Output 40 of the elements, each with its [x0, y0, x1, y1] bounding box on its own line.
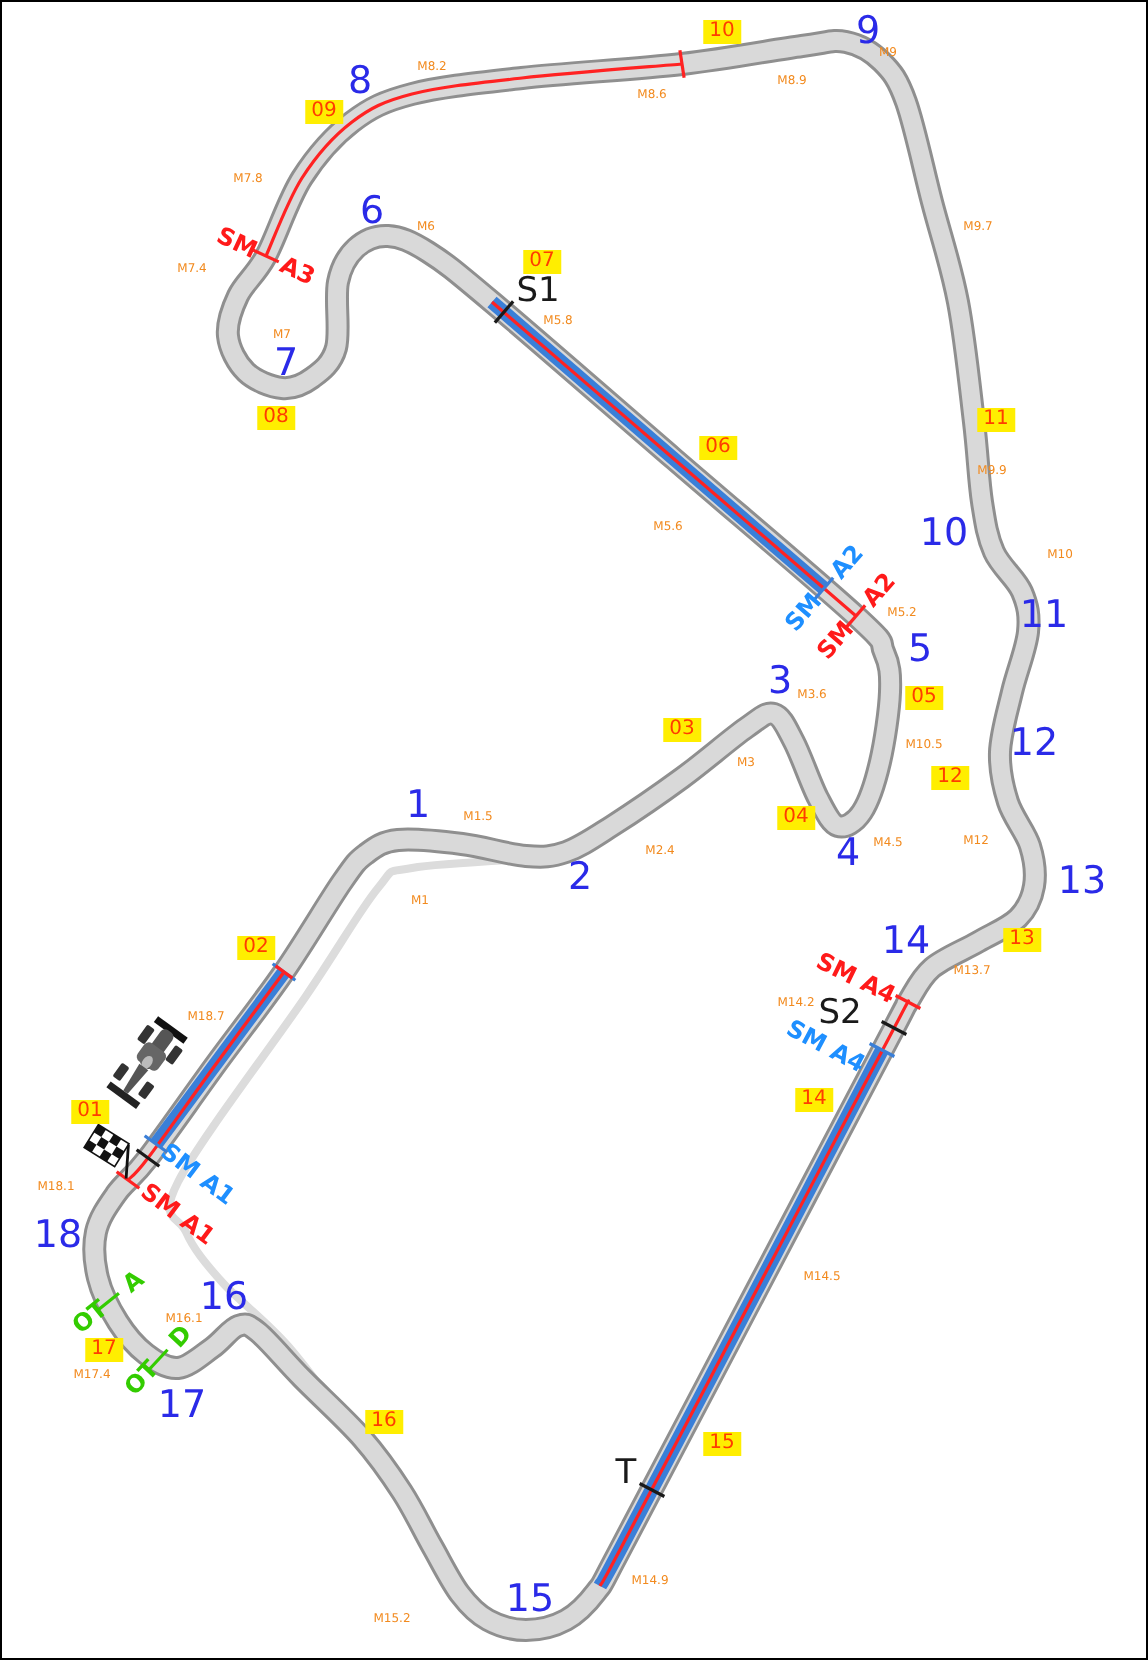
- turn-number: 13: [1057, 863, 1107, 901]
- number-tag: 12: [931, 766, 969, 790]
- turn-number: 1: [405, 787, 431, 825]
- number-tag: 08: [257, 406, 295, 430]
- number-tag: 07: [523, 250, 561, 274]
- turn-number: 17: [157, 1387, 207, 1425]
- timing-label: S1: [516, 275, 560, 309]
- turn-number: 18: [33, 1217, 83, 1255]
- number-tag: 10: [703, 20, 741, 44]
- number-tag: 14: [795, 1088, 833, 1112]
- turn-number: 16: [199, 1279, 249, 1317]
- turn-number: 4: [835, 835, 861, 873]
- turn-number: 14: [881, 923, 931, 961]
- turn-number: 15: [505, 1581, 555, 1619]
- turn-number: 3: [767, 663, 793, 701]
- zone-label: OT A: [67, 1266, 149, 1338]
- turn-number: 6: [359, 193, 385, 231]
- number-tag: 11: [977, 408, 1015, 432]
- number-tag: 15: [703, 1432, 741, 1456]
- timing-label: T: [615, 1457, 637, 1491]
- number-tag: 16: [365, 1410, 403, 1434]
- zone-label: SM A3: [213, 223, 319, 289]
- number-tag: 13: [1003, 928, 1041, 952]
- turn-number: 7: [273, 345, 299, 383]
- turn-number: 2: [567, 859, 593, 897]
- number-tag: 02: [237, 936, 275, 960]
- number-tag: 01: [71, 1100, 109, 1124]
- turn-number: 10: [919, 515, 969, 553]
- number-tag: 17: [85, 1338, 123, 1362]
- turn-number: 11: [1019, 597, 1069, 635]
- turn-number: 8: [347, 63, 373, 101]
- turn-number: 12: [1009, 725, 1059, 763]
- number-tag: 09: [305, 100, 343, 124]
- turn-number: 5: [907, 631, 933, 669]
- number-tag: 04: [777, 806, 815, 830]
- number-tag: 06: [699, 436, 737, 460]
- number-tag: 03: [663, 718, 701, 742]
- number-tag: 05: [905, 686, 943, 710]
- timing-label: S2: [818, 997, 862, 1031]
- turn-number: 9: [855, 13, 881, 51]
